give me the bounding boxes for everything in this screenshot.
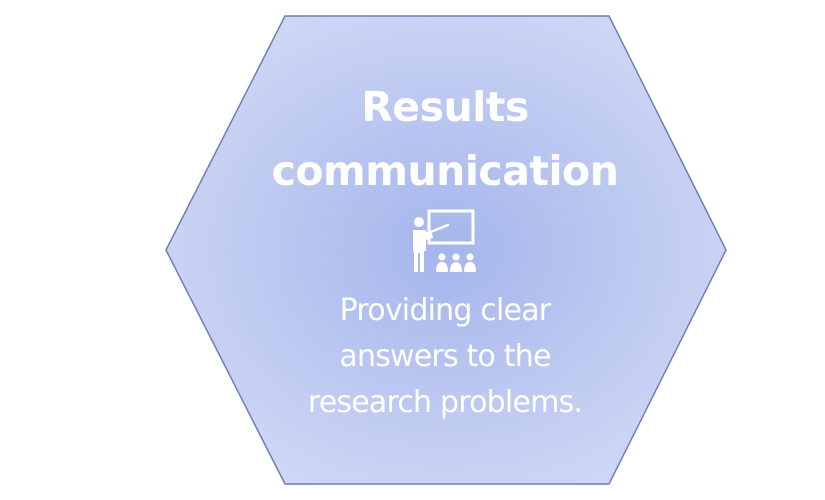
presentation-teacher-icon xyxy=(413,209,476,272)
title-line-2: communication xyxy=(271,147,619,195)
description-line-1: Providing clear xyxy=(339,293,551,328)
description-line-2: answers to the xyxy=(339,339,551,374)
hexagon-body xyxy=(165,15,727,485)
description-line-3: research problems. xyxy=(307,385,583,420)
title-line-1: Results xyxy=(361,83,529,131)
